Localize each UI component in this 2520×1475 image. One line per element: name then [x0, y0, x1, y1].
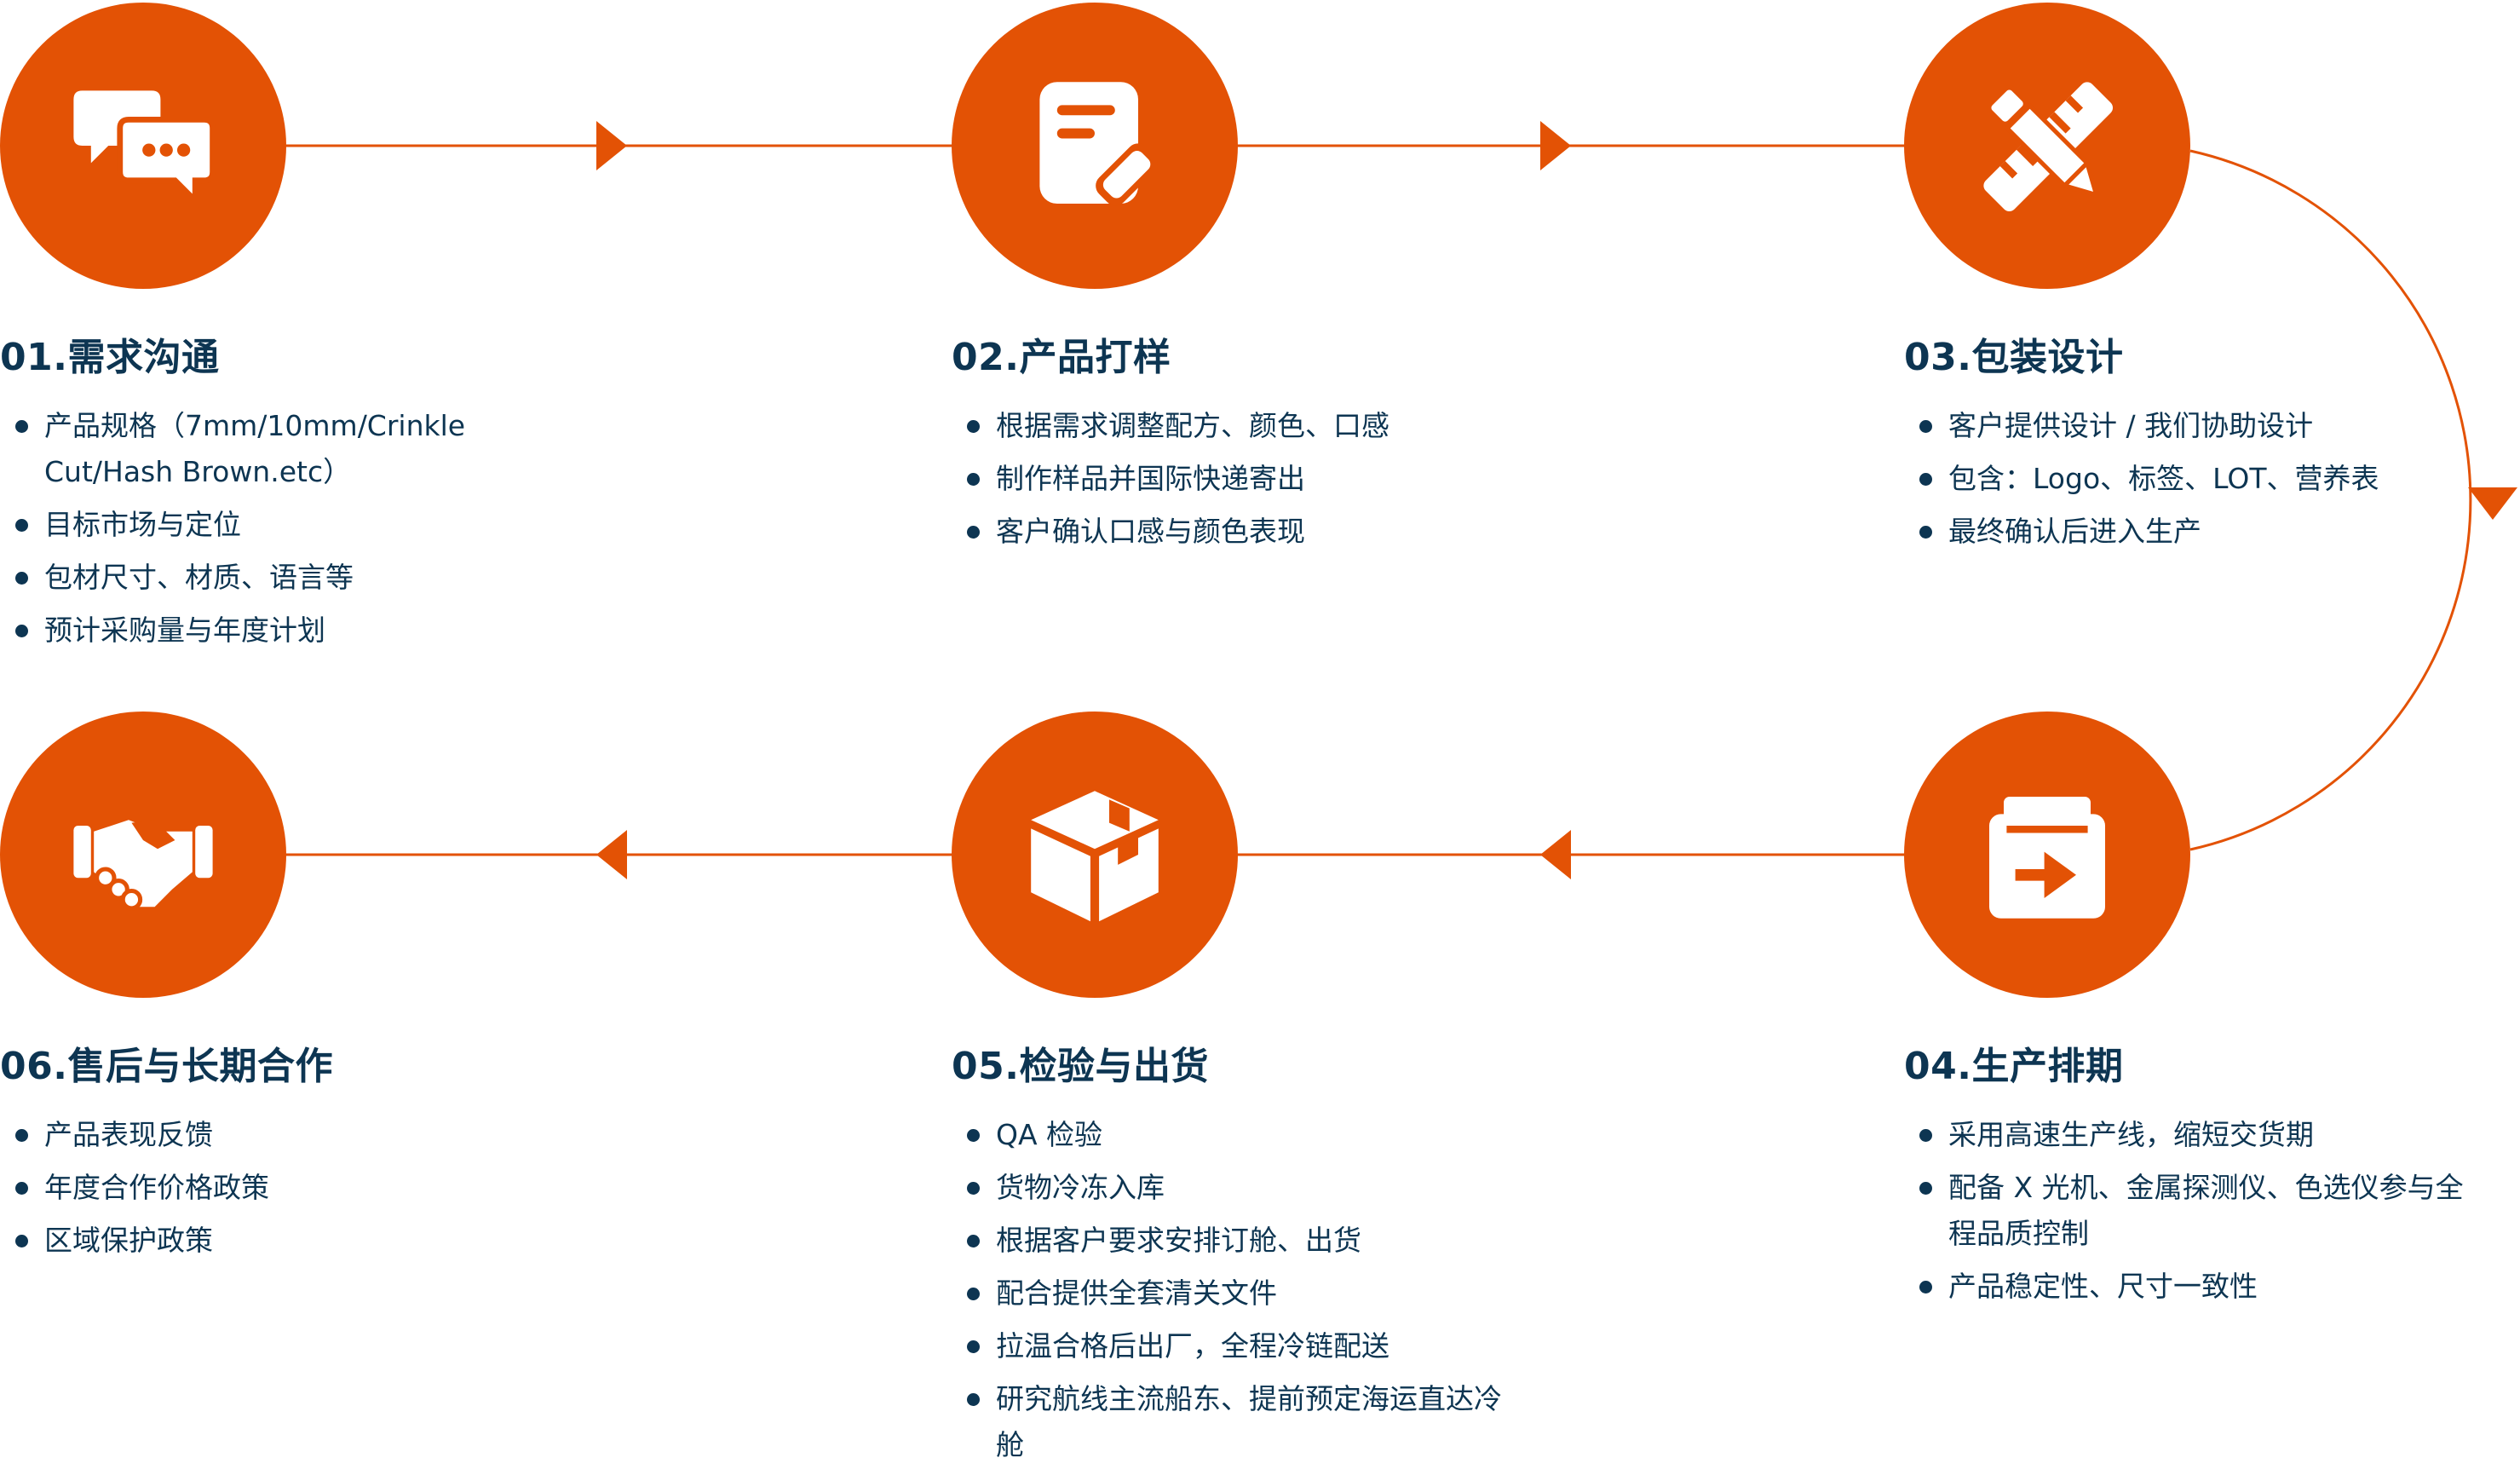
list-item: 货物冷冻入库	[967, 1165, 1512, 1211]
list-item: 产品稳定性、尺寸一致性	[1919, 1264, 2465, 1310]
step-title: 02.产品打样	[952, 336, 1171, 379]
step-6-circle	[0, 712, 286, 998]
step-1-circle	[0, 3, 286, 289]
arrow-down	[2468, 487, 2517, 520]
list-item: 根据需求调整配方、颜色、口感	[967, 403, 1512, 449]
arrow-right-1	[596, 121, 627, 170]
connector-03-04	[2189, 149, 2472, 851]
list-item: 最终确认后进入生产	[1919, 509, 2465, 555]
list-item: 产品规格（7mm/10mm/Crinkle Cut/Hash Brown.etc…	[15, 403, 561, 495]
list-item: 拉温合格后出厂，全程冷链配送	[967, 1323, 1512, 1369]
list-item: 区域保护政策	[15, 1218, 561, 1264]
list-item: 配合提供全套清关文件	[967, 1270, 1512, 1317]
step-items: 客户提供设计 / 我们协助设计 包含：Logo、标签、LOT、营养表 最终确认后…	[1919, 403, 2465, 562]
step-items: 根据需求调整配方、颜色、口感 制作样品并国际快递寄出 客户确认口感与颜色表现	[967, 403, 1512, 562]
handshake-icon	[73, 820, 213, 911]
arrow-left-1	[1540, 830, 1571, 879]
step-4-circle	[1904, 712, 2190, 998]
list-item: 采用高速生产线，缩短交货期	[1919, 1112, 2465, 1158]
list-item: 根据客户要求安排订舱、出货	[967, 1218, 1512, 1264]
step-3-circle	[1904, 3, 2190, 289]
list-item: 研究航线主流船东、提前预定海运直达冷舱	[967, 1376, 1512, 1468]
list-item: QA 检验	[967, 1112, 1512, 1158]
list-item: 制作样品并国际快递寄出	[967, 456, 1512, 502]
list-item: 包含：Logo、标签、LOT、营养表	[1919, 456, 2465, 502]
note-edit-icon	[1039, 82, 1159, 206]
chat-bubbles-icon	[73, 90, 216, 208]
list-item: 产品表现反馈	[15, 1112, 561, 1158]
list-item: 目标市场与定位	[15, 502, 561, 548]
step-items: 产品表现反馈 年度合作价格政策 区域保护政策	[15, 1112, 561, 1270]
schedule-box-icon	[1989, 797, 2105, 919]
list-item: 客户确认口感与颜色表现	[967, 509, 1512, 555]
step-title: 05.检验与出货	[952, 1045, 1209, 1088]
step-2-circle	[952, 3, 1238, 289]
arrow-right-2	[1540, 121, 1571, 170]
list-item: 包材尺寸、材质、语言等	[15, 555, 561, 601]
step-title: 03.包装设计	[1904, 336, 2124, 379]
ruler-pencil-icon	[1983, 82, 2114, 212]
list-item: 配备 X 光机、金属探测仪、色选仪参与全程品质控制	[1919, 1165, 2465, 1257]
arrow-left-2	[596, 830, 627, 879]
step-5-circle	[952, 712, 1238, 998]
package-icon	[1031, 791, 1159, 922]
list-item: 预计采购量与年度计划	[15, 608, 561, 654]
step-items: 采用高速生产线，缩短交货期 配备 X 光机、金属探测仪、色选仪参与全程品质控制 …	[1919, 1112, 2465, 1317]
step-items: 产品规格（7mm/10mm/Crinkle Cut/Hash Brown.etc…	[15, 403, 561, 660]
list-item: 客户提供设计 / 我们协助设计	[1919, 403, 2465, 449]
list-item: 年度合作价格政策	[15, 1165, 561, 1211]
step-title: 04.生产排期	[1904, 1045, 2124, 1088]
step-title: 06.售后与长期合作	[0, 1045, 333, 1088]
step-title: 01.需求沟通	[0, 336, 220, 379]
step-items: QA 检验 货物冷冻入库 根据客户要求安排订舱、出货 配合提供全套清关文件 拉温…	[967, 1112, 1512, 1475]
